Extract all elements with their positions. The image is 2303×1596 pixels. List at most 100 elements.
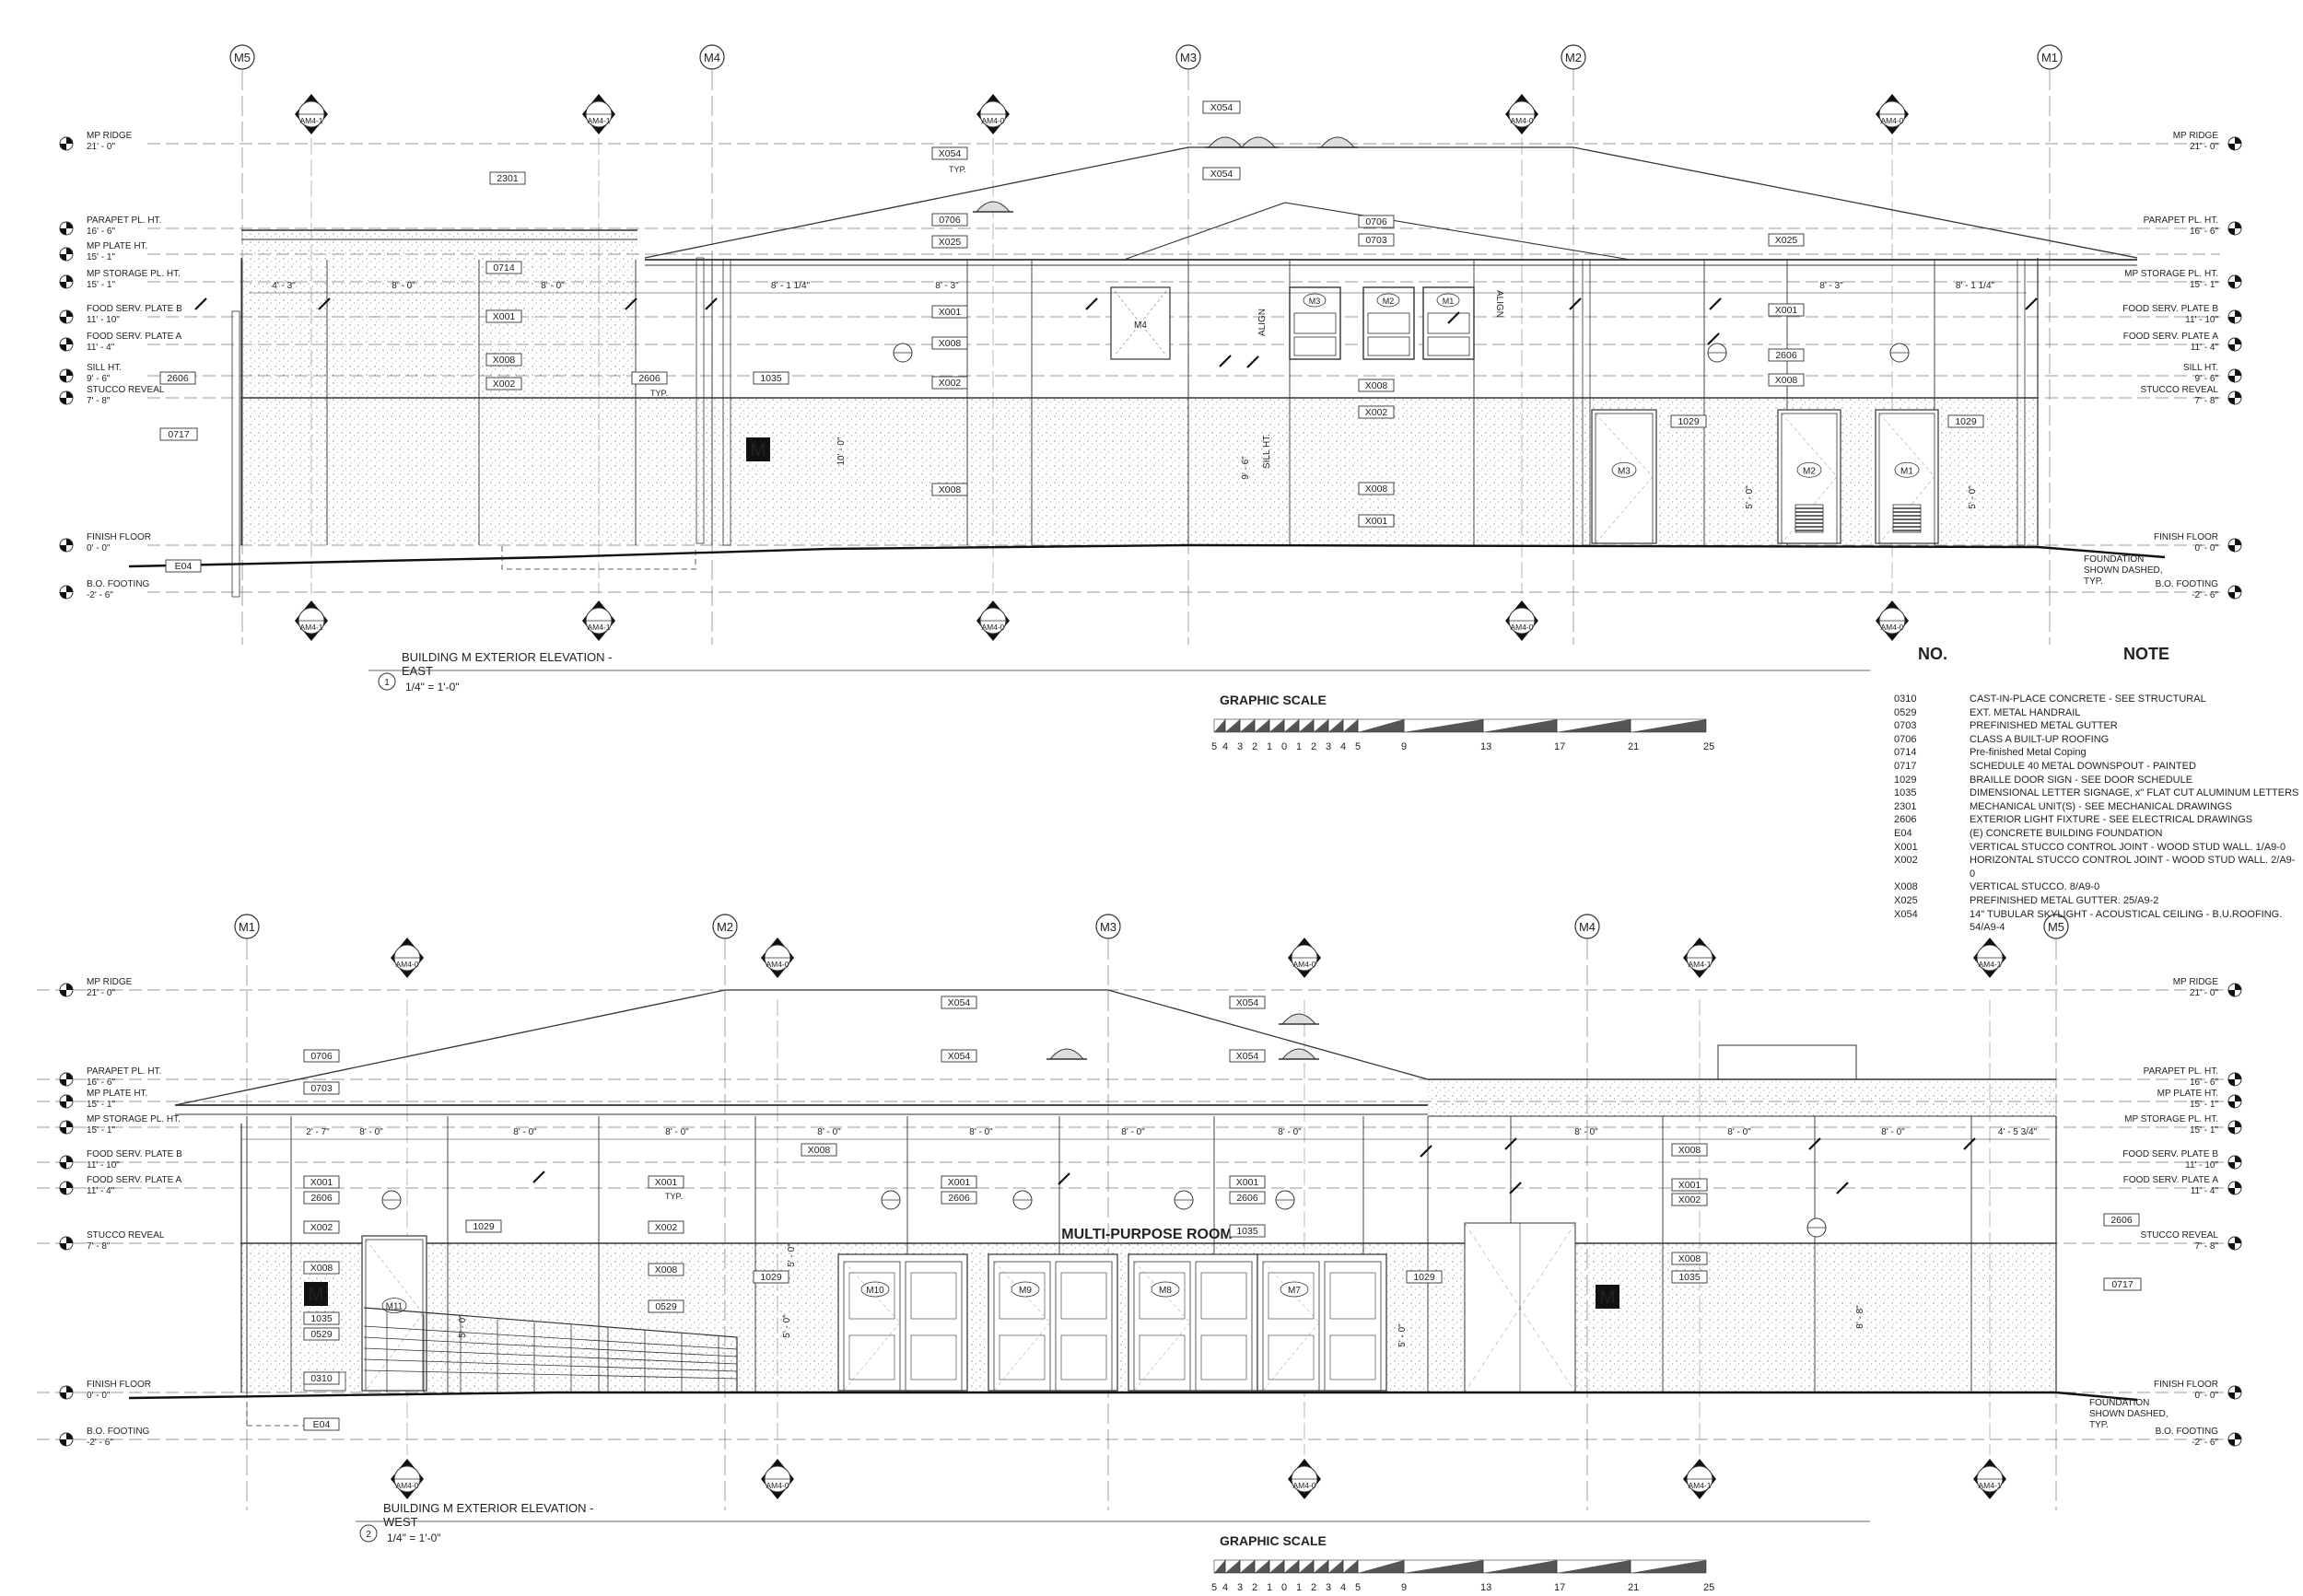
note-code: 0717 bbox=[1894, 760, 1917, 772]
note-tag: 1029 bbox=[1678, 416, 1700, 427]
note-tag: 0703 bbox=[1365, 235, 1387, 246]
dimension-label: 8' - 0" bbox=[1278, 1127, 1302, 1137]
note-tag: X008 bbox=[1365, 380, 1388, 391]
foundation-dashed bbox=[501, 546, 696, 570]
dimension-label: 5' - 0" bbox=[1968, 485, 1978, 509]
signage-letter: M bbox=[751, 440, 766, 460]
level-value: 0' - 0" bbox=[87, 543, 111, 553]
note-tag-box bbox=[1229, 1175, 1266, 1189]
level-value: 7' - 8" bbox=[2195, 1241, 2219, 1252]
level-name: FINISH FLOOR bbox=[87, 532, 151, 542]
grid-label: M2 bbox=[1565, 51, 1582, 64]
graphic-scale-wedge bbox=[1269, 719, 1284, 732]
grid-label: M1 bbox=[239, 920, 255, 934]
note-tag-box bbox=[1768, 303, 1805, 317]
note-text: BRAILLE DOOR SIGN - SEE DOOR SCHEDULE bbox=[1970, 774, 2193, 786]
graphic-scale-wedge bbox=[1404, 1560, 1483, 1573]
dimension-label: 8' - 0" bbox=[1574, 1127, 1598, 1137]
graphic-scale-title-west: GRAPHIC SCALE bbox=[1220, 1533, 1327, 1548]
graphic-scale-wedge bbox=[1404, 719, 1483, 732]
door-tag-oval bbox=[1894, 461, 1920, 478]
grid-bubble bbox=[1095, 914, 1121, 939]
elevation-number: 2 bbox=[366, 1530, 371, 1540]
note-tag-box bbox=[303, 1081, 340, 1095]
dimension-label: 2' - 7" bbox=[306, 1127, 330, 1137]
graphic-scale-number: 17 bbox=[1554, 741, 1566, 752]
note-tag-box bbox=[931, 235, 968, 249]
note-tag: E04 bbox=[313, 1419, 331, 1430]
section-sheet: AM4-1 bbox=[587, 116, 610, 125]
level-name: FOOD SERV. PLATE B bbox=[2122, 1149, 2218, 1159]
note-tag-box bbox=[303, 1191, 340, 1205]
grid-bubble bbox=[2037, 44, 2063, 70]
graphic-scale-number: 5 bbox=[1211, 1582, 1218, 1593]
graphic-scale-wedge bbox=[1225, 719, 1240, 732]
note-tag: X054 bbox=[1236, 1051, 1259, 1062]
note-tag-box bbox=[485, 309, 522, 323]
note-text: 14" TUBULAR SKYLIGHT - ACOUSTICAL CEILIN… bbox=[1970, 908, 2283, 934]
grid-bubble bbox=[234, 914, 260, 939]
grid-label: M2 bbox=[717, 920, 733, 934]
grid-label: M4 bbox=[1579, 920, 1596, 934]
note-tag-box bbox=[165, 559, 202, 573]
note-text: HORIZONTAL STUCCO CONTROL JOINT - WOOD S… bbox=[1970, 855, 2296, 880]
graphic-scale-number: 0 bbox=[1281, 1582, 1288, 1593]
dimension-label: 8' - 8" bbox=[1855, 1305, 1865, 1329]
foundation-note: SHOWN DASHED, bbox=[2089, 1409, 2169, 1419]
level-name: MP STORAGE PL. HT. bbox=[2124, 1114, 2218, 1124]
note-text: EXT. METAL HANDRAIL bbox=[1970, 706, 2081, 718]
dimension-label: 4' - 5 3/4" bbox=[1998, 1127, 2038, 1137]
graphic-scale-number: 4 bbox=[1222, 741, 1229, 752]
door-tag: M7 bbox=[1288, 1286, 1301, 1296]
note-code: 2606 bbox=[1894, 814, 1917, 826]
downspout bbox=[2017, 259, 2026, 546]
note-tag-box bbox=[1406, 1270, 1443, 1284]
note-tag-box bbox=[648, 1299, 684, 1313]
ground-line bbox=[128, 1391, 2138, 1402]
grid-label: M3 bbox=[1100, 920, 1116, 934]
level-value: 21' - 0" bbox=[2190, 988, 2218, 998]
door-tag-oval bbox=[1011, 1281, 1040, 1298]
section-sheet: AM4-0 bbox=[1292, 960, 1315, 969]
note-tag-box bbox=[1358, 379, 1395, 392]
note-tag-box bbox=[303, 1261, 340, 1275]
grid-label: M3 bbox=[1180, 51, 1197, 64]
graphic-scale-wedge bbox=[1240, 719, 1255, 732]
level-name: STUCCO REVEAL bbox=[2141, 385, 2219, 395]
graphic-scale-number: 13 bbox=[1480, 1582, 1492, 1593]
elevation-title: WEST bbox=[383, 1515, 418, 1529]
elevation-title: BUILDING M EXTERIOR ELEVATION - bbox=[383, 1501, 594, 1515]
note-tag: E04 bbox=[175, 561, 193, 572]
note-tag: X001 bbox=[1775, 305, 1798, 316]
note-tag: X002 bbox=[493, 379, 516, 390]
note-tag: 2606 bbox=[2110, 1215, 2133, 1226]
downspout bbox=[696, 257, 705, 544]
note-tag-box bbox=[931, 376, 968, 390]
graphic-scale-number: 1 bbox=[1267, 741, 1273, 752]
graphic-scale-number: 3 bbox=[1326, 741, 1332, 752]
note-tag: X001 bbox=[1365, 516, 1388, 527]
section-sheet: AM4-0 bbox=[1880, 116, 1903, 125]
level-value: 16' - 6" bbox=[87, 1078, 115, 1088]
note-code: 0706 bbox=[1894, 733, 1917, 745]
graphic-scale-wedge bbox=[1314, 1560, 1328, 1573]
signage-letter: M bbox=[309, 1285, 324, 1305]
level-name: MP RIDGE bbox=[87, 977, 133, 987]
note-tag: X002 bbox=[1365, 407, 1388, 418]
note-tag-box bbox=[941, 1191, 977, 1205]
level-value: 11' - 10" bbox=[87, 1160, 120, 1171]
door-tag: M11 bbox=[386, 1302, 403, 1312]
note-tag: X001 bbox=[948, 1177, 971, 1188]
level-value: -2' - 6" bbox=[2192, 1438, 2218, 1448]
note-tag: 1029 bbox=[473, 1221, 495, 1232]
note-tag: X002 bbox=[655, 1222, 678, 1233]
level-name: FINISH FLOOR bbox=[2154, 1380, 2218, 1390]
notes-header-no: NO. bbox=[1918, 645, 1948, 663]
note-tag-box bbox=[1947, 414, 1984, 428]
note-code: 1029 bbox=[1894, 774, 1917, 786]
grid-bubble bbox=[1561, 44, 1586, 70]
gable-outline bbox=[1123, 202, 1631, 261]
note-tag: 1035 bbox=[310, 1313, 333, 1324]
note-tag-box bbox=[631, 371, 668, 385]
